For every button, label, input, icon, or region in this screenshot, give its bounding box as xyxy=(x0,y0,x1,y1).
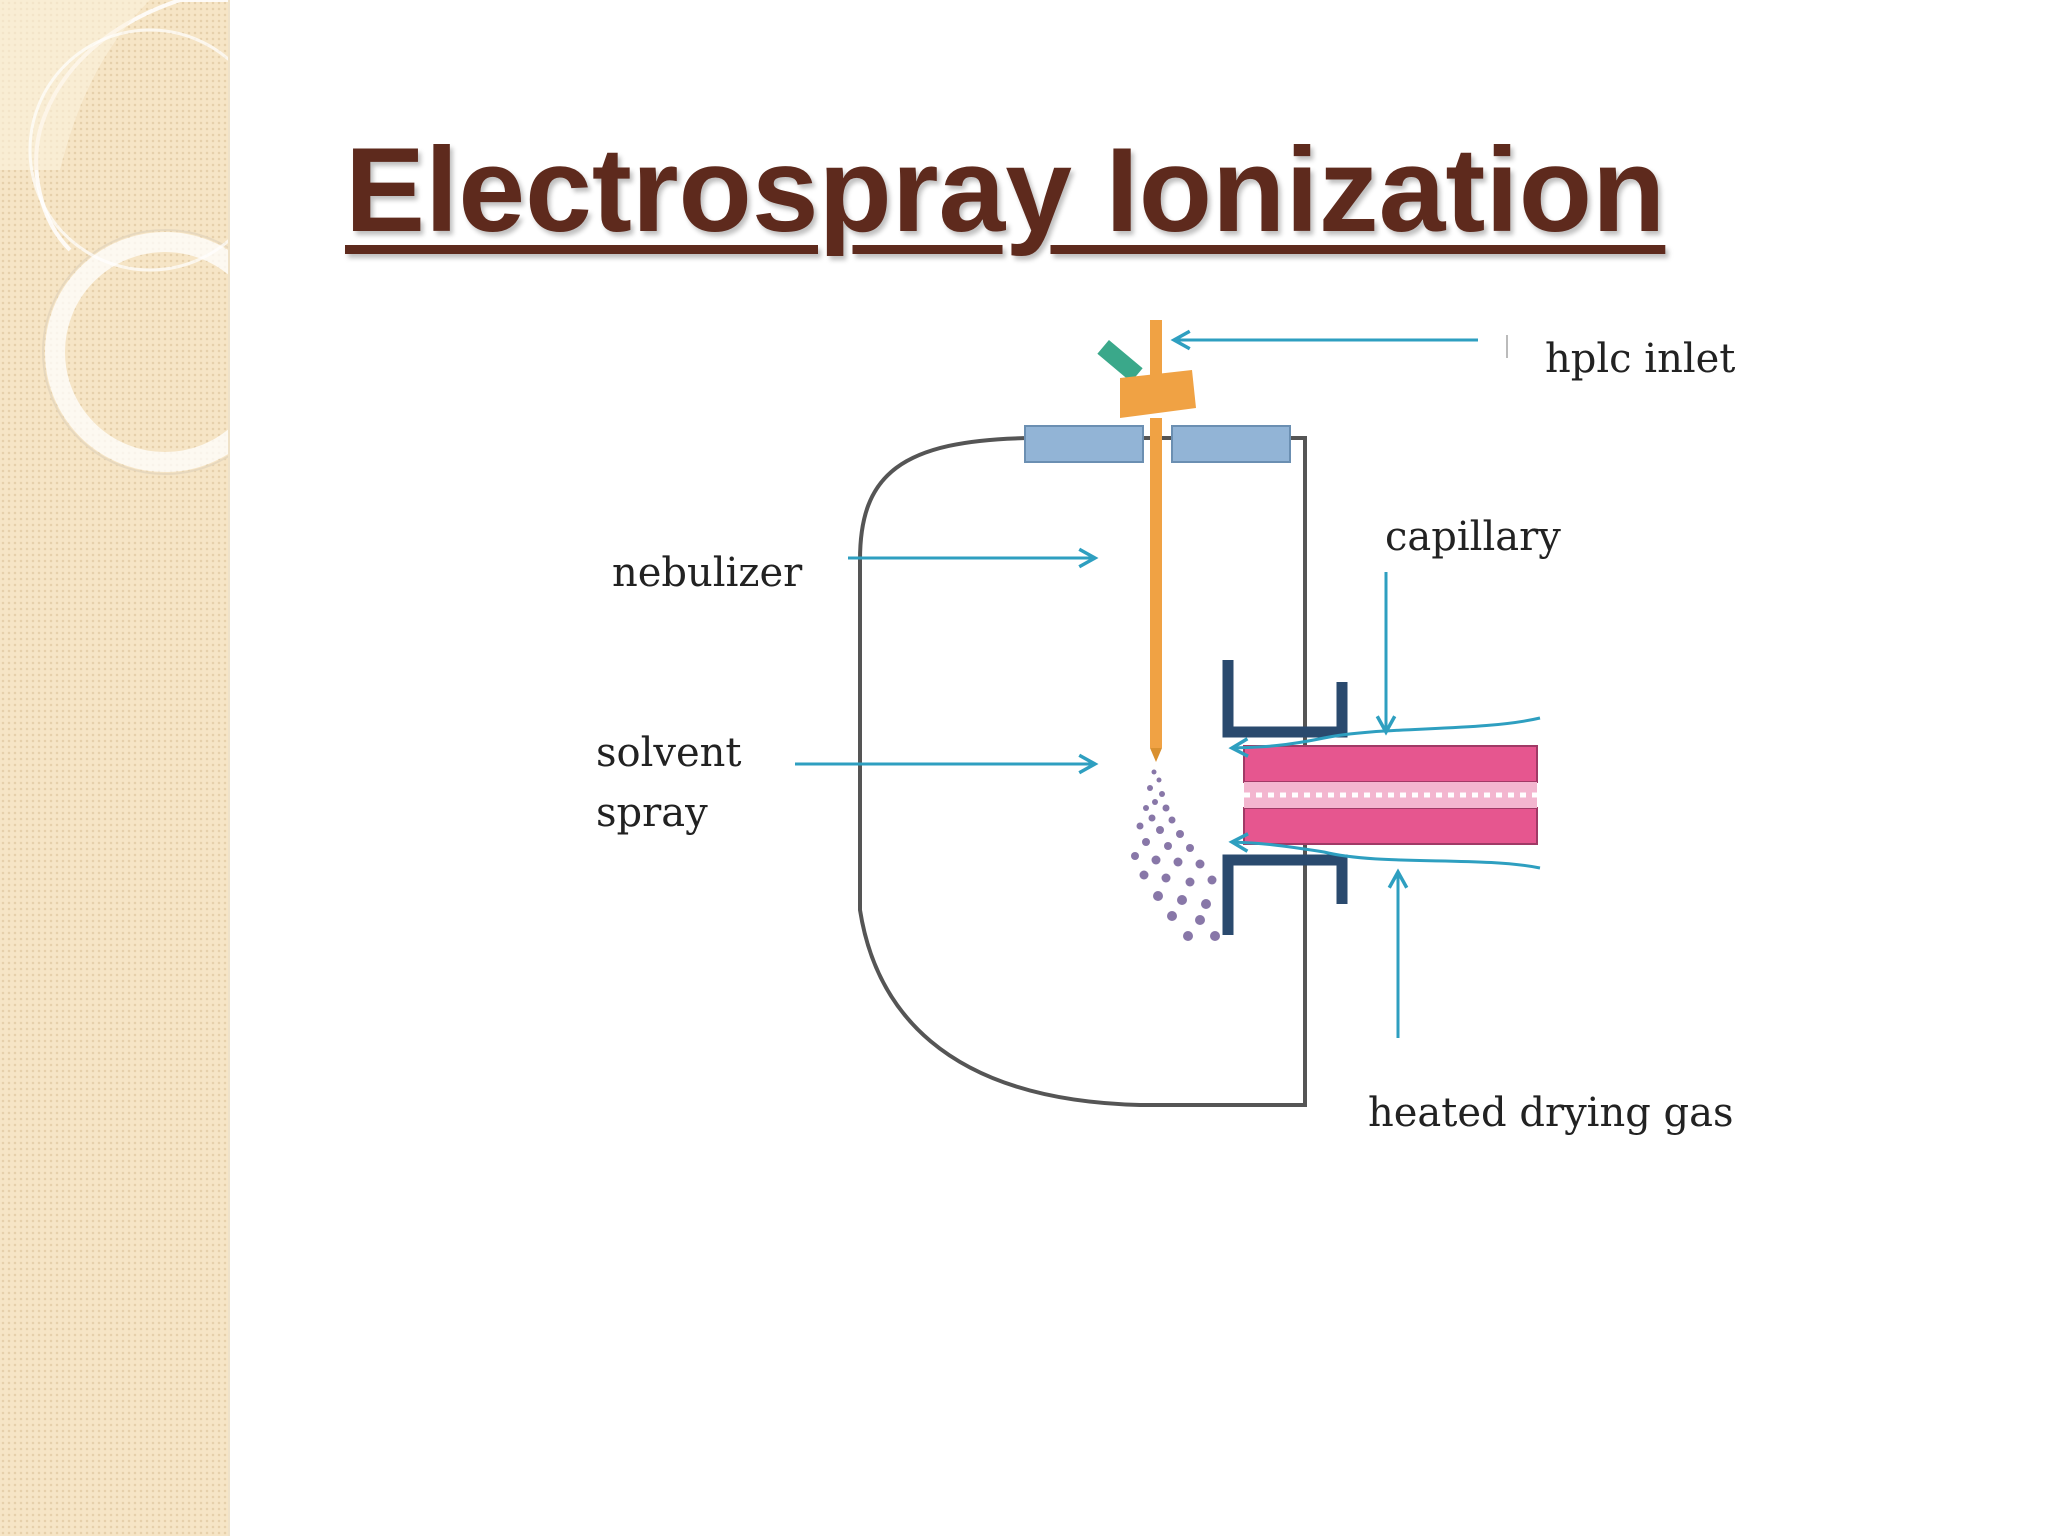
spray-chamber-outline xyxy=(858,436,1307,1107)
solvent-spray-label-line1: solvent xyxy=(596,730,742,776)
capillary xyxy=(1243,745,1538,845)
upper-flange xyxy=(1222,660,1348,738)
hplc-inlet-label: hplc inlet xyxy=(1545,336,1735,382)
lower-gas-flow xyxy=(1232,842,1541,870)
decorative-sidebar xyxy=(0,0,230,1536)
green-valve xyxy=(1097,339,1143,383)
heated-drying-gas-label: heated drying gas xyxy=(1368,1090,1734,1136)
nebulizer-label: nebulizer xyxy=(612,550,803,596)
needle-tip xyxy=(1150,748,1162,762)
nebulizer-body xyxy=(1120,370,1196,418)
top-plate-right xyxy=(1171,425,1291,463)
decorative-rings xyxy=(0,0,228,475)
nebulizer-needle xyxy=(1150,418,1162,748)
capillary-label: capillary xyxy=(1385,514,1561,560)
solvent-spray-label-line2: spray xyxy=(596,790,708,836)
esi-diagram: hplc inlet capillary nebulizer solvent s… xyxy=(596,320,1735,1136)
lower-flange xyxy=(1222,854,1348,935)
upper-gas-flow xyxy=(1232,716,1541,748)
slide-title: Electrospray Ionization xyxy=(345,123,1666,257)
top-plate-left xyxy=(1024,425,1144,463)
spray-droplets xyxy=(1131,769,1220,941)
